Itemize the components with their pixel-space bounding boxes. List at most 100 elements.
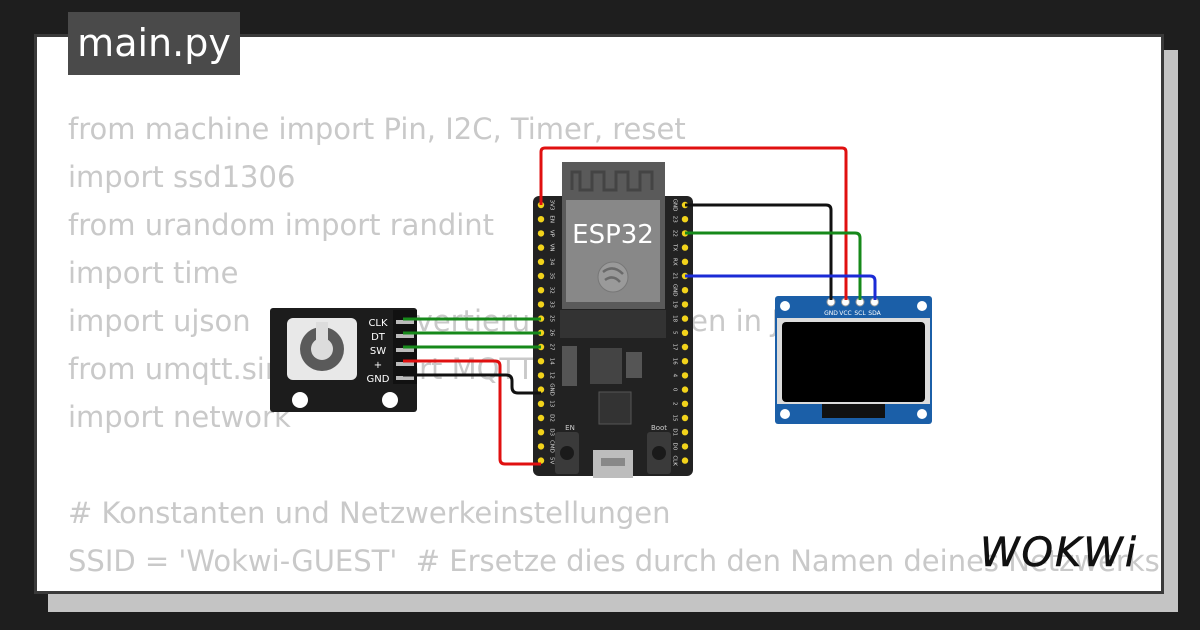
esp32-pin-label: 16	[672, 358, 678, 365]
esp32-pin-label: 0	[672, 388, 678, 392]
esp32-pin[interactable]	[681, 386, 689, 393]
esp32-pin-label: 19	[672, 301, 678, 308]
esp32-pin[interactable]	[537, 443, 545, 450]
esp32-pin-label: 18	[672, 315, 678, 322]
oled-pin-label: SDA	[868, 310, 881, 317]
esp32-pin-label: 14	[549, 358, 555, 365]
encoder-pin-label: SW	[370, 346, 386, 357]
encoder-pin-label: GND	[367, 374, 390, 385]
esp32-pin[interactable]	[537, 230, 545, 237]
esp32-pin[interactable]	[681, 329, 689, 336]
usb-uart-chip	[598, 391, 632, 425]
esp32-pin[interactable]	[681, 258, 689, 265]
code-line: SSID = 'Wokwi-GUEST' # Ersetze dies durc…	[68, 544, 1160, 578]
wire-3v3-vcc[interactable]	[539, 146, 848, 300]
esp32-pin-label: TX	[672, 243, 678, 251]
wire-encoder-vcc[interactable]	[403, 359, 541, 466]
wire-gnd-oled[interactable]	[685, 203, 833, 300]
smd-component	[562, 346, 577, 386]
boot-button-cap[interactable]	[652, 446, 666, 460]
esp32-pin[interactable]	[681, 287, 689, 294]
esp32-pin[interactable]	[537, 414, 545, 422]
esp32-pin[interactable]	[681, 216, 689, 223]
esp32-pin[interactable]	[681, 457, 689, 464]
esp32-pin-label: GND	[672, 199, 678, 212]
esp32-pin-label: 5	[672, 331, 678, 335]
esp32-pin-label: VN	[549, 244, 555, 252]
esp32-pin[interactable]	[537, 301, 545, 308]
encoder-pin[interactable]	[396, 334, 414, 338]
oled-pin-label: VCC	[839, 310, 851, 317]
esp32-pin-label: 32	[549, 287, 555, 294]
encoder-pin[interactable]	[396, 348, 414, 352]
esp32-pin-label: VP	[549, 230, 555, 238]
encoder-pin[interactable]	[396, 320, 414, 324]
esp32-pin[interactable]	[681, 315, 689, 322]
esp32-pin[interactable]	[681, 443, 689, 450]
regulator-chip	[590, 348, 622, 384]
esp32-pin[interactable]	[537, 386, 545, 393]
esp32-pin[interactable]	[681, 400, 689, 407]
esp32-pin-label: RX	[672, 258, 678, 266]
encoder-pin[interactable]	[396, 362, 414, 366]
esp32-pin[interactable]	[537, 372, 545, 379]
esp32-board[interactable]: ESP32 EN Boot 3V3ENVPVN34353233252627141…	[533, 162, 693, 478]
esp32-pin[interactable]	[537, 457, 545, 464]
esp32-pin[interactable]	[681, 244, 689, 251]
esp32-pin-label: 2	[672, 402, 678, 406]
encoder-pin-label: CLK	[368, 318, 388, 329]
esp32-label: ESP32	[572, 220, 654, 250]
code-line: from machine import Pin, I2C, Timer, res…	[68, 112, 686, 146]
code-line: import time	[68, 256, 239, 290]
code-line: # Konstanten und Netzwerkeinstellungen	[68, 496, 671, 530]
esp32-pin[interactable]	[681, 414, 689, 422]
esp32-pin[interactable]	[537, 244, 545, 251]
wires	[403, 146, 877, 466]
oled-screen	[782, 322, 925, 402]
smd-component	[626, 352, 642, 378]
esp32-pin[interactable]	[537, 429, 545, 436]
esp32-pin-label: 4	[672, 374, 678, 378]
wokwi-logo: WOKWi	[980, 530, 1137, 577]
oled-ribbon	[822, 404, 885, 418]
esp32-pin[interactable]	[681, 343, 689, 351]
code-line: import ssd1306	[68, 160, 296, 194]
wire-encoder-gnd[interactable]	[403, 373, 541, 395]
esp32-pin[interactable]	[681, 372, 689, 379]
wire-scl[interactable]	[685, 231, 862, 300]
esp32-pin[interactable]	[681, 429, 689, 436]
mount-hole	[292, 392, 308, 408]
esp32-pin-label: 15	[672, 415, 678, 422]
esp32-pin[interactable]	[681, 358, 689, 365]
esp32-pin-label: 23	[672, 216, 678, 223]
esp32-pin-label: CLK	[672, 455, 678, 466]
esp32-pin[interactable]	[537, 216, 545, 223]
esp32-pin[interactable]	[537, 287, 545, 294]
esp32-left-pin-header: 3V3ENVPVN343532332526271412GND13D2D3CMD5…	[537, 200, 555, 464]
esp32-pin-label: 22	[672, 230, 678, 237]
oled-pin-label: SCL	[854, 310, 866, 317]
code-line: from urandom import randint	[68, 208, 495, 242]
esp32-pin[interactable]	[537, 258, 545, 265]
esp32-pin-label: 21	[672, 273, 678, 280]
esp32-pin-label: 3V3	[549, 200, 555, 211]
oled-pin-label: GND	[824, 310, 838, 317]
esp32-pin-label: D2	[549, 414, 555, 422]
mount-hole	[917, 409, 927, 419]
mount-hole	[780, 301, 790, 311]
esp32-pin[interactable]	[537, 400, 545, 407]
esp32-pin-label: CMD	[549, 440, 555, 453]
wire-sda[interactable]	[685, 274, 877, 300]
esp32-pin[interactable]	[681, 301, 689, 308]
esp32-pin[interactable]	[537, 358, 545, 365]
mount-hole	[917, 301, 927, 311]
esp32-pin[interactable]	[537, 272, 545, 280]
encoder-pin[interactable]	[396, 376, 414, 380]
en-button-cap[interactable]	[560, 446, 574, 460]
esp32-pin-label: 27	[549, 344, 555, 351]
